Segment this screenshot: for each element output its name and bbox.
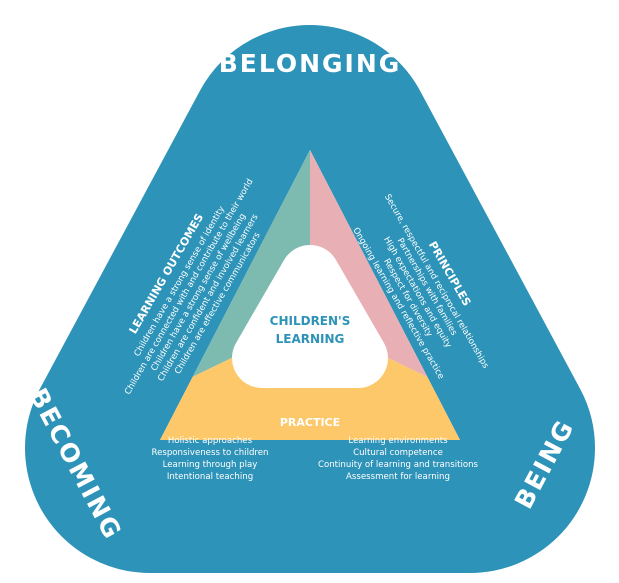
practice-item: Intentional teaching bbox=[167, 472, 253, 482]
outcomes-sector bbox=[160, 150, 310, 440]
practice-item: Learning environments bbox=[348, 436, 448, 446]
center-line2: LEARNING bbox=[276, 332, 345, 346]
practice-item: Holistic approaches bbox=[168, 436, 253, 446]
practice-item: Responsiveness to children bbox=[151, 448, 268, 458]
center-triangle bbox=[232, 245, 388, 388]
practice-item: Cultural competence bbox=[353, 448, 443, 458]
practice-item: Learning through play bbox=[163, 460, 258, 470]
band-belonging: BELONGING bbox=[219, 49, 402, 78]
practice-item: Continuity of learning and transitions bbox=[318, 460, 479, 470]
practice-title: PRACTICE bbox=[280, 416, 340, 429]
practice-item: Assessment for learning bbox=[346, 472, 450, 482]
center-line1: CHILDREN'S bbox=[270, 314, 351, 328]
